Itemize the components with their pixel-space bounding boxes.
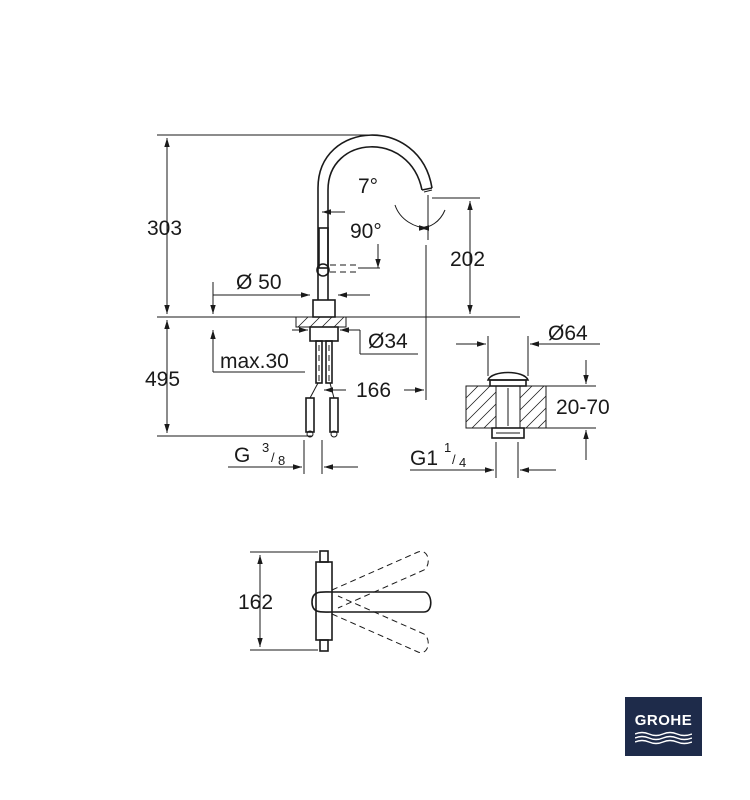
faucet-front-view: 303 495 7° 90° 202 Ø 50 Ø34 max.30 <box>145 134 520 474</box>
dim-waste-range: 20-70 <box>556 396 610 419</box>
dim-thread-g: G <box>234 444 250 467</box>
dim-angle-swivel: 90° <box>350 220 382 243</box>
dim-waste-thread-num: 1 <box>444 440 451 455</box>
dim-height-total: 303 <box>147 217 182 240</box>
dim-waste-thread-slash: / <box>452 452 456 467</box>
grohe-logo: GROHE <box>625 697 702 756</box>
dim-waste-thread-den: 4 <box>459 455 466 470</box>
dim-waste-thread-g: G1 <box>410 447 438 470</box>
dim-spout-height: 202 <box>450 248 485 271</box>
dim-thread-slash: / <box>271 450 275 465</box>
dim-diam-base: Ø 50 <box>236 271 282 294</box>
dim-angle-tilt: 7° <box>358 175 378 198</box>
brand-name: GROHE <box>634 712 693 729</box>
dim-waste-diam: Ø64 <box>548 322 588 345</box>
dim-max-thickness: max.30 <box>220 350 289 373</box>
dim-height-below: 495 <box>145 368 180 391</box>
dim-thread-num: 3 <box>262 440 269 455</box>
handle-top-view: 162 <box>238 550 432 654</box>
dim-diam-shank: Ø34 <box>368 330 408 353</box>
dim-reach: 166 <box>356 379 391 402</box>
dim-handle-span: 162 <box>238 591 273 614</box>
waste-fitting-view: Ø64 20-70 G1 1 / 4 <box>410 322 610 478</box>
wave-icon <box>635 731 692 745</box>
dim-thread-den: 8 <box>278 453 285 468</box>
